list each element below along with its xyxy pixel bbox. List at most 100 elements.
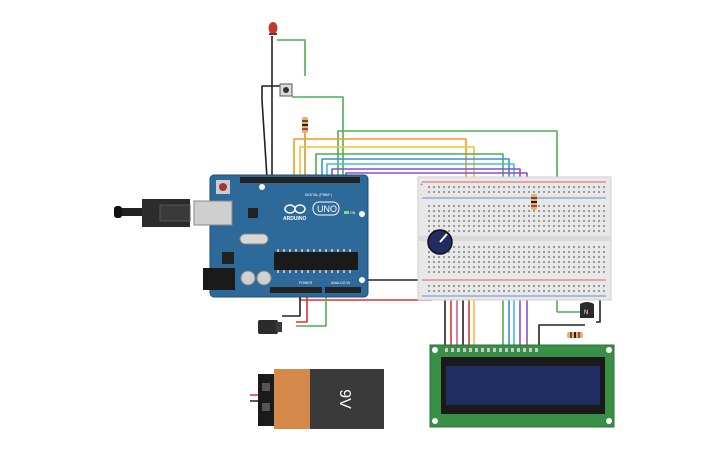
transistor[interactable]: N [580, 302, 594, 318]
breadboard-hole [513, 256, 515, 258]
breadboard-hole [463, 205, 465, 207]
breadboard-hole [533, 230, 535, 232]
breadboard-hole [558, 251, 560, 253]
battery-connector[interactable] [258, 320, 282, 334]
breadboard-hole [463, 261, 465, 263]
breadboard-hole [528, 191, 530, 193]
breadboard-hole [468, 210, 470, 212]
breadboard-hole [588, 205, 590, 207]
breadboard-hole [528, 215, 530, 217]
breadboard-hole [528, 205, 530, 207]
breadboard-hole [488, 230, 490, 232]
breadboard-hole [493, 285, 495, 287]
breadboard-hole [503, 256, 505, 258]
breadboard-hole [503, 285, 505, 287]
breadboard-hole [473, 215, 475, 217]
breadboard-hole [498, 290, 500, 292]
breadboard-hole [458, 191, 460, 193]
breadboard-hole [588, 271, 590, 273]
wire-vin-green [296, 292, 327, 327]
breadboard-hole [568, 246, 570, 248]
breadboard-hole [588, 251, 590, 253]
breadboard-hole [518, 285, 520, 287]
breadboard-hole [438, 285, 440, 287]
breadboard-hole [453, 261, 455, 263]
breadboard-hole [468, 285, 470, 287]
lcd-pin [517, 348, 520, 352]
crystal [239, 233, 269, 245]
battery-terminal-1 [262, 383, 270, 391]
breadboard-hole [483, 215, 485, 217]
breadboard-hole [443, 256, 445, 258]
breadboard-hole [548, 186, 550, 188]
resistor-1[interactable] [302, 117, 308, 133]
breadboard-hole [463, 230, 465, 232]
breadboard-hole [498, 225, 500, 227]
breadboard-hole [438, 290, 440, 292]
breadboard-hole [533, 225, 535, 227]
breadboard-hole [553, 290, 555, 292]
breadboard-hole [463, 220, 465, 222]
breadboard-hole [448, 271, 450, 273]
breadboard-hole [578, 215, 580, 217]
breadboard-hole [448, 285, 450, 287]
breadboard-hole [578, 251, 580, 253]
pushbutton[interactable] [279, 83, 293, 97]
breadboard-hole [603, 191, 605, 193]
breadboard-hole [603, 246, 605, 248]
led[interactable] [268, 22, 278, 35]
potentiometer-knob[interactable] [439, 233, 448, 243]
analog-label: ANALOG IN [331, 281, 351, 285]
breadboard-hole [583, 251, 585, 253]
resistor-3[interactable] [567, 332, 583, 338]
breadboard-hole [433, 205, 435, 207]
breadboard-hole [533, 271, 535, 273]
breadboard-hole [523, 220, 525, 222]
breadboard-hole [443, 266, 445, 268]
breadboard-hole [603, 215, 605, 217]
breadboard-hole [548, 285, 550, 287]
lcd-pin [445, 348, 448, 352]
breadboard-hole [593, 256, 595, 258]
breadboard-hole [453, 225, 455, 227]
breadboard-hole [468, 246, 470, 248]
breadboard-hole [543, 186, 545, 188]
breadboard-hole [513, 261, 515, 263]
breadboard-hole [603, 220, 605, 222]
breadboard-hole [463, 251, 465, 253]
breadboard-hole [473, 220, 475, 222]
breadboard-hole [483, 290, 485, 292]
breadboard-hole [478, 225, 480, 227]
breadboard-hole [593, 225, 595, 227]
breadboard-hole [553, 246, 555, 248]
breadboard-hole [493, 256, 495, 258]
breadboard-hole [573, 210, 575, 212]
lcd-pin [451, 348, 454, 352]
breadboard-hole [508, 251, 510, 253]
arduino-uno[interactable]: ARDUINO UNO DIGITAL (PWM~) POWER ANALOG … [114, 174, 369, 298]
transistor-top [580, 302, 594, 304]
breadboard-hole [578, 191, 580, 193]
breadboard-hole [438, 266, 440, 268]
breadboard-hole [438, 271, 440, 273]
breadboard-hole [473, 246, 475, 248]
breadboard-hole [568, 215, 570, 217]
breadboard-hole [593, 186, 595, 188]
breadboard-hole [453, 290, 455, 292]
breadboard-hole [543, 191, 545, 193]
breadboard-hole [463, 246, 465, 248]
potentiometer[interactable] [427, 229, 453, 255]
breadboard-hole [453, 191, 455, 193]
breadboard-hole [443, 205, 445, 207]
breadboard-hole [533, 220, 535, 222]
power-header [270, 287, 322, 293]
lcd-pin [493, 348, 496, 352]
breadboard-hole [473, 210, 475, 212]
battery-terminal-2 [262, 403, 270, 411]
resistor-band-2 [302, 124, 308, 126]
breadboard-hole [518, 220, 520, 222]
breadboard-hole [593, 215, 595, 217]
resistor-2[interactable] [531, 194, 537, 210]
led-bulb [268, 22, 278, 34]
breadboard-hole [563, 261, 565, 263]
